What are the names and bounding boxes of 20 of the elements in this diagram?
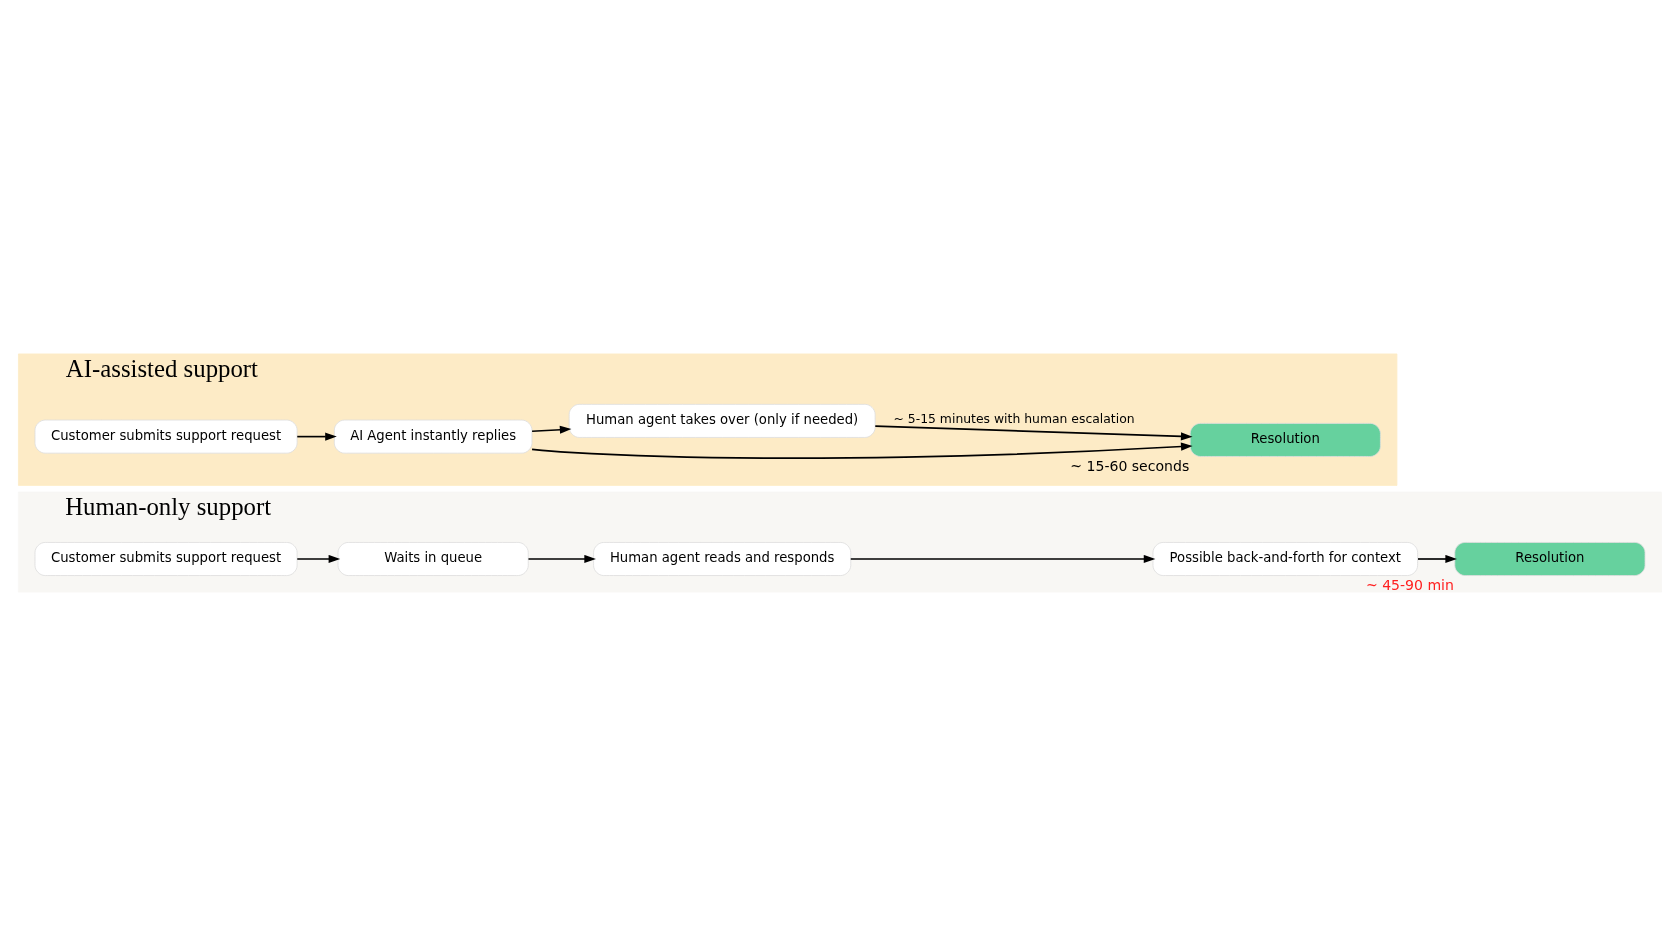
node-label: ~ 15-60 seconds [1070,457,1190,474]
arrow [849,554,1156,563]
node-box: Possible back-and-forth for context [1152,541,1419,576]
node-box: Human agent takes over (only if needed) [568,403,876,438]
arrow [296,554,341,563]
edge-label: ~ 5-15 minutes with human escalation [893,410,1135,426]
node-box: Human agent reads and responds [593,541,852,576]
arrow [296,432,337,441]
node-box: Waits in queue [337,541,529,576]
node-box: AI Agent instantly replies [333,419,533,454]
node-label: ~ 45-90 min [1365,576,1454,593]
arrow [527,554,596,563]
node-box: Resolution [1189,422,1381,457]
arrow [531,425,572,434]
node-box: Customer submits support request [34,541,298,576]
arrow [1417,554,1457,563]
arrow [874,424,1193,440]
node-box: Customer submits support request [34,419,298,454]
arrow [531,442,1193,459]
node-box: Resolution [1454,541,1646,576]
